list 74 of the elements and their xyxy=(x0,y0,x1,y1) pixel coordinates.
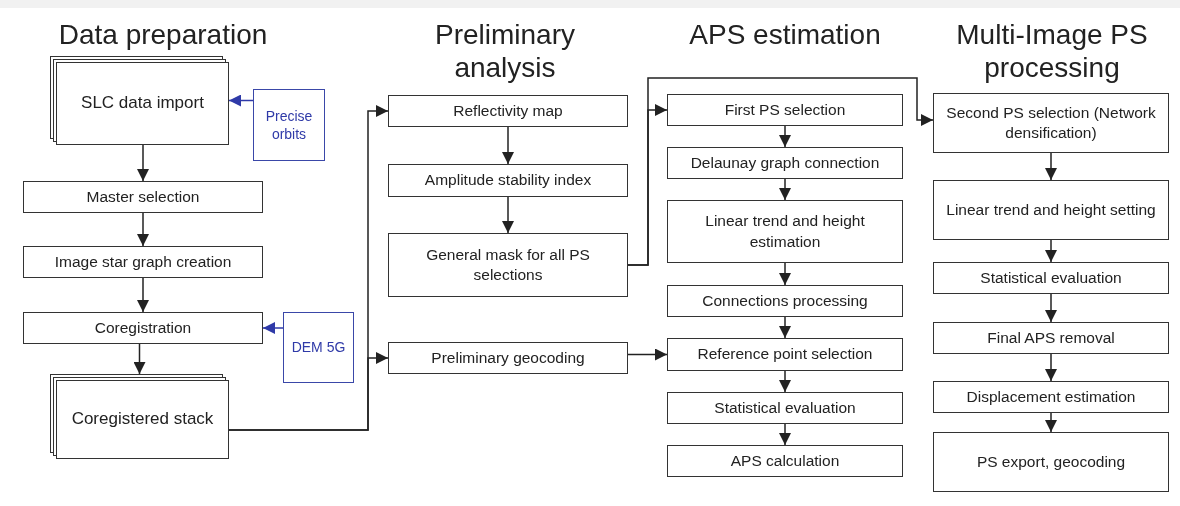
box-label: Final APS removal xyxy=(987,327,1115,348)
process-box xyxy=(933,432,1169,492)
process-box xyxy=(388,342,628,374)
box-label: Linear trend and height setting xyxy=(946,199,1156,220)
process-box xyxy=(933,262,1169,294)
arrow xyxy=(779,316,791,339)
process-box xyxy=(388,164,628,197)
arrow xyxy=(133,343,146,375)
box-label: Coregistration xyxy=(94,317,192,338)
arrow xyxy=(1045,293,1057,323)
process-box xyxy=(667,445,903,477)
input-box xyxy=(253,89,325,161)
box-label: Displacement estimation xyxy=(966,386,1136,407)
arrow xyxy=(137,212,149,247)
box-label: Coregistered stack xyxy=(71,408,214,431)
process-box xyxy=(667,94,903,126)
arrow xyxy=(779,125,791,148)
arrow xyxy=(779,178,791,201)
box-label: Delaunay graph connection xyxy=(690,152,880,173)
process-box xyxy=(667,338,903,371)
box-label: Linear trend and height estimation xyxy=(704,211,866,252)
process-box xyxy=(23,181,263,213)
arrow xyxy=(779,423,791,446)
process-box xyxy=(667,285,903,317)
box-label: Statistical evaluation xyxy=(980,267,1122,288)
box-label: Preliminary geocoding xyxy=(431,347,585,368)
process-box xyxy=(933,381,1169,413)
box-label: Image star graph creation xyxy=(54,251,232,272)
process-box xyxy=(388,95,628,127)
process-box xyxy=(933,180,1169,240)
box-label: Connections processing xyxy=(702,290,868,311)
column-heading: APS estimation xyxy=(688,18,882,51)
box-label: Second PS selection (Network densification) xyxy=(945,102,1157,143)
box-label: Amplitude stability index xyxy=(424,170,592,191)
box-label: Statistical evaluation xyxy=(714,397,856,418)
box-label: Reflectivity map xyxy=(453,100,563,121)
arrow xyxy=(779,370,791,393)
arrow xyxy=(228,352,389,431)
box-label: SLC data import xyxy=(81,92,204,115)
process-box xyxy=(933,322,1169,354)
process-box xyxy=(667,200,903,263)
process-box xyxy=(933,93,1169,153)
arrow xyxy=(779,262,791,286)
arrow xyxy=(262,322,284,334)
arrow xyxy=(1045,353,1057,382)
column-heading: Multi-Image PS processing xyxy=(955,18,1149,84)
stacked-document-box xyxy=(50,56,229,145)
input-box xyxy=(283,312,354,383)
process-box xyxy=(667,392,903,424)
box-label: PS export, geocoding xyxy=(976,451,1126,472)
arrow xyxy=(502,126,514,165)
box-label: Precise orbits xyxy=(264,106,314,144)
arrow xyxy=(1045,412,1057,433)
arrow xyxy=(1045,239,1057,263)
box-label: First PS selection xyxy=(724,99,846,120)
box-label: Master selection xyxy=(86,186,200,207)
box-label: General mask for all PS selections xyxy=(425,244,591,285)
arrow xyxy=(627,348,668,361)
process-box xyxy=(23,246,263,278)
box-label: Reference point selection xyxy=(697,344,873,365)
process-box xyxy=(23,312,263,344)
arrow xyxy=(137,144,149,182)
box-label: APS calculation xyxy=(730,450,840,471)
column-heading: Data preparation xyxy=(57,18,269,51)
arrow xyxy=(228,94,254,107)
arrow xyxy=(137,277,149,313)
stacked-document-box xyxy=(50,374,229,459)
box-label: DEM 5G xyxy=(291,338,346,357)
column-heading: Preliminary analysis xyxy=(434,18,576,84)
arrow xyxy=(502,196,514,234)
arrow xyxy=(1045,152,1057,181)
arrow xyxy=(627,77,934,266)
process-box xyxy=(388,233,628,297)
process-box xyxy=(667,147,903,179)
